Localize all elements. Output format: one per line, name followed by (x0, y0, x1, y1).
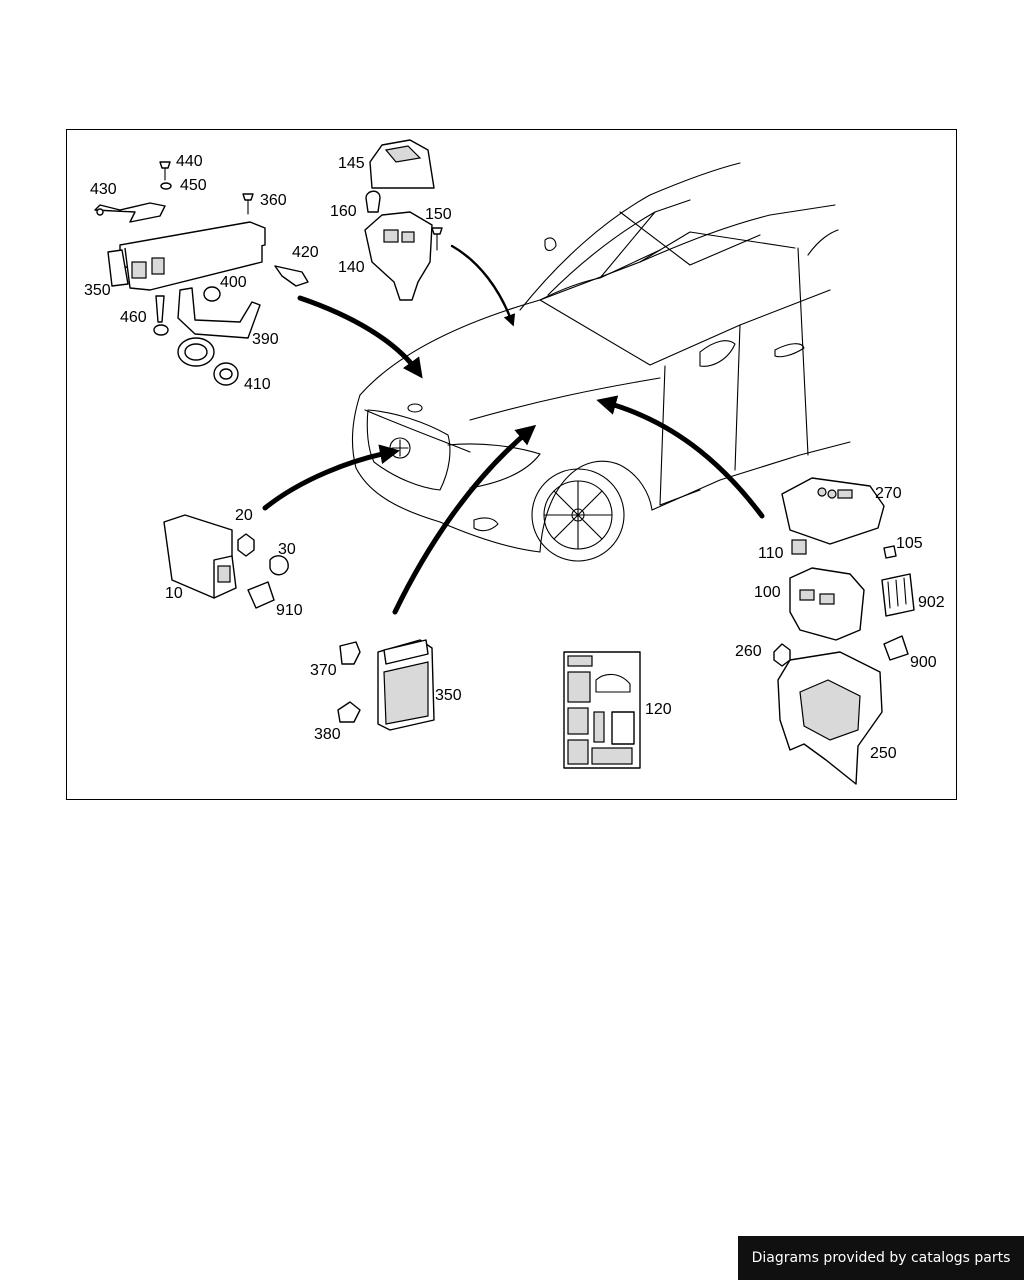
callout-430: 430 (90, 181, 117, 198)
callout-145: 145 (338, 155, 365, 172)
callout-100: 100 (754, 584, 781, 601)
callout-902: 902 (918, 594, 945, 611)
engine-control-unit-assembly (337, 639, 435, 731)
callout-900: 900 (910, 654, 937, 671)
callout-450: 450 (180, 177, 207, 194)
callout-350-top: 350 (84, 282, 111, 299)
callout-440: 440 (176, 153, 203, 170)
callout-160: 160 (330, 203, 357, 220)
diagram-credit-banner: Diagrams provided by catalogs parts (738, 1236, 1024, 1280)
callout-105: 105 (896, 535, 923, 552)
instruction-sheet (563, 651, 641, 769)
callout-370: 370 (310, 662, 337, 679)
callout-120: 120 (645, 701, 672, 718)
fuse-box-cover-assembly (364, 139, 443, 301)
callout-labels: 440 450 430 360 350 420 400 460 390 410 … (84, 153, 945, 762)
callout-110: 110 (758, 545, 784, 562)
callout-20: 20 (235, 507, 253, 524)
callout-390: 390 (252, 331, 279, 348)
sensor-module-assembly (163, 514, 289, 609)
fuse-relay-box-assembly (773, 477, 915, 785)
callout-140: 140 (338, 259, 365, 276)
callout-380: 380 (314, 726, 341, 743)
callout-460: 460 (120, 309, 147, 326)
callout-30: 30 (278, 541, 296, 558)
callout-400: 400 (220, 274, 247, 291)
callout-910: 910 (276, 602, 303, 619)
pointer-arrows (262, 244, 765, 615)
callout-10: 10 (165, 585, 183, 602)
control-unit-assembly-top-left (94, 161, 309, 386)
callout-250: 250 (870, 745, 897, 762)
callout-260: 260 (735, 643, 762, 660)
callout-420: 420 (292, 244, 319, 261)
callout-270: 270 (875, 485, 902, 502)
callout-150: 150 (425, 206, 452, 223)
callout-360: 360 (260, 192, 287, 209)
callout-350-bottom: 350 (435, 687, 462, 704)
callout-410: 410 (244, 376, 271, 393)
